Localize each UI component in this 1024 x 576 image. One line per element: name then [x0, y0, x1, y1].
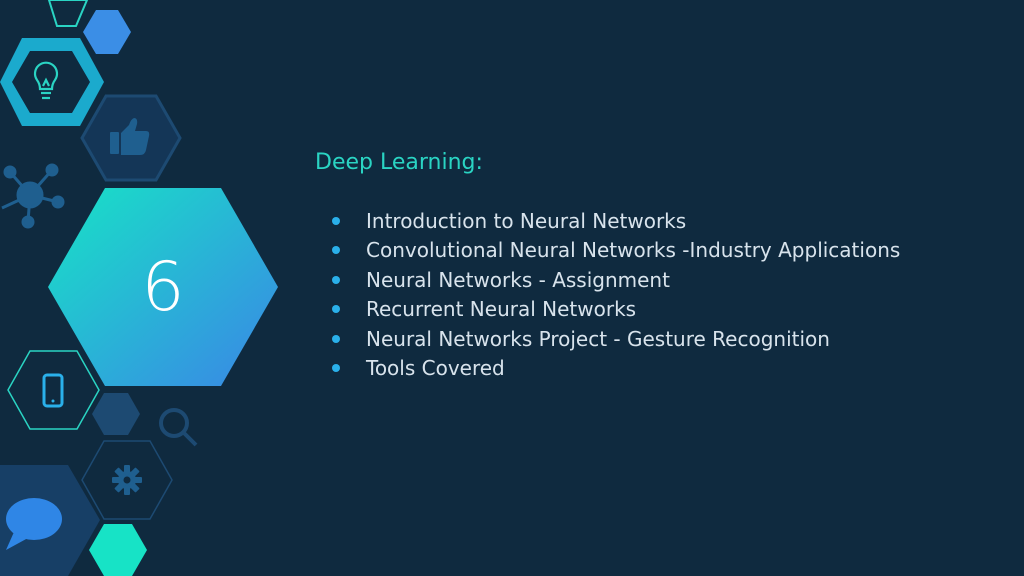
list-item: Introduction to Neural Networks [332, 206, 900, 236]
topic-label: Tools Covered [366, 356, 505, 381]
phone-hex [7, 350, 100, 430]
hex-blue-small [83, 10, 131, 54]
bullet-icon [332, 275, 340, 284]
bullet-icon [332, 216, 340, 225]
section-title: Deep Learning: [315, 150, 483, 175]
list-item: Tools Covered [332, 354, 900, 384]
lightbulb-icon [33, 61, 59, 100]
bullet-icon [332, 246, 340, 255]
topic-label: Recurrent Neural Networks [366, 297, 637, 322]
smartphone-icon [42, 373, 64, 408]
chat-bubble-icon [6, 498, 62, 550]
thumbs-up-icon [110, 118, 150, 155]
gear-hex [81, 440, 173, 520]
list-item: Neural Networks - Assignment [332, 265, 900, 295]
topic-list: Introduction to Neural Networks Convolut… [332, 206, 900, 383]
hex-dark-small [92, 393, 140, 435]
magnifier-icon [159, 408, 198, 447]
lightbulb-hex [0, 38, 104, 126]
network-icon [1, 163, 65, 229]
hex-outline-top [47, 0, 89, 27]
gear-icon [112, 465, 142, 495]
number-hexagon [48, 188, 278, 386]
topic-label: Neural Networks Project - Gesture Recogn… [366, 326, 830, 351]
bullet-icon [332, 364, 340, 373]
list-item: Neural Networks Project - Gesture Recogn… [332, 324, 900, 354]
hex-teal-bottom [89, 524, 147, 576]
list-item: Convolutional Neural Networks -Industry … [332, 236, 900, 266]
bullet-icon [332, 305, 340, 314]
list-item: Recurrent Neural Networks [332, 295, 900, 325]
topic-label: Introduction to Neural Networks [366, 208, 687, 233]
bullet-icon [332, 334, 340, 343]
topic-label: Convolutional Neural Networks -Industry … [366, 238, 901, 263]
topic-label: Neural Networks - Assignment [366, 267, 670, 292]
module-number: 6 [141, 247, 185, 327]
